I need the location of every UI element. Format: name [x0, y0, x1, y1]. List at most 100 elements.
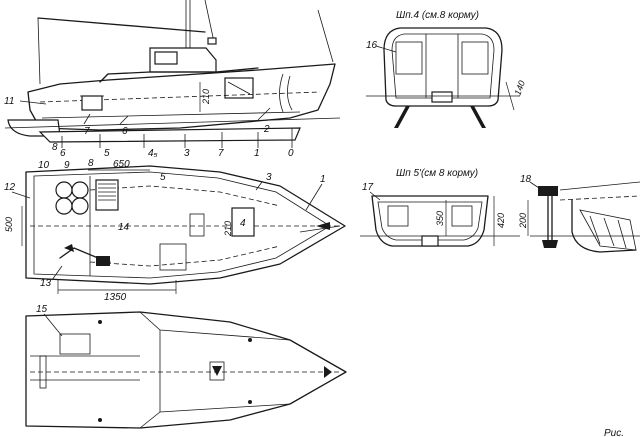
figure-corner-label: Рис.: [604, 428, 624, 437]
callout-17: 17: [362, 182, 374, 193]
callout-4: 4: [240, 218, 246, 229]
dim-140-line: [505, 81, 515, 111]
dim-500: 500: [4, 217, 14, 232]
dim-200: 200: [518, 213, 528, 229]
porthole-hatch: [227, 81, 251, 95]
transom-hatching: [579, 209, 637, 251]
bottom-deck-outline: [25, 311, 347, 429]
cleat: [98, 418, 102, 422]
station-label: 4₅: [148, 148, 158, 159]
deck-fitting: [209, 361, 225, 381]
cabin-roof-line: [107, 67, 259, 75]
dim-650: 650: [113, 159, 130, 170]
cleat: [248, 400, 252, 404]
tank-circle: [55, 197, 73, 215]
side-profile-view: 210 6 5 4₅ 3 7 1 0 11 2 7 6 8: [4, 0, 341, 159]
leader-2: [257, 107, 271, 121]
keel-strip: [38, 127, 301, 143]
leader-1: [305, 183, 323, 211]
callout-3: 3: [266, 172, 272, 183]
cabin-top-edge: [139, 311, 291, 341]
cabin-sole-panel: [159, 243, 187, 271]
callout-10: 10: [38, 160, 50, 171]
bow-chine-curve: [279, 73, 284, 113]
fore-hatch: [231, 207, 255, 237]
frame-5-inner: [377, 201, 483, 241]
bottom-deck-view: 15: [25, 304, 347, 429]
callout-16: 16: [366, 40, 378, 51]
deck-inner-outline: [33, 171, 331, 279]
forestay-line: [204, 0, 215, 43]
tank-circle: [55, 181, 73, 199]
hatch-line: [617, 219, 627, 249]
station-label: 5: [104, 148, 110, 159]
dim-14: 14: [118, 222, 130, 233]
leader-3: [255, 181, 263, 191]
doghouse-window: [154, 51, 178, 65]
station-marks: [61, 128, 293, 148]
bow-pulpit-line: [317, 9, 334, 63]
station-label: 0: [288, 148, 294, 159]
boom-line: [37, 17, 206, 33]
cockpit-hatch: [59, 333, 91, 355]
frame-5-keel-box: [421, 235, 439, 247]
mast-step-plan: [189, 213, 205, 237]
callout-5: 5: [160, 172, 166, 183]
cleat: [98, 320, 102, 324]
deck-outline: [25, 165, 346, 285]
backstay-line: [37, 17, 41, 85]
callout-9: 9: [64, 160, 70, 171]
frame-4-section: Шп.4 (см.8 корму) 140 16: [366, 10, 527, 128]
leader-12: [11, 191, 31, 199]
transom-dash: [559, 195, 640, 201]
cabin-bottom-edge: [139, 403, 291, 429]
leader-17: [369, 191, 381, 201]
hatch-line: [603, 217, 615, 247]
sheerline-inner: [39, 91, 321, 103]
callout-8: 8: [88, 158, 94, 169]
station-label: 3: [184, 148, 190, 159]
callout-8-side: 8: [52, 142, 58, 153]
deck-plan-view: 650 500 1350 14 210 10 9 8 12 5 3 1 4 13: [4, 158, 346, 303]
mast-step: [207, 37, 217, 45]
callout-13: 13: [40, 278, 52, 289]
dim-140: 140: [512, 79, 527, 97]
callout-15: 15: [36, 304, 48, 315]
outboard-head: [538, 186, 558, 196]
frame-4-caption: Шп.4 (см.8 корму): [396, 10, 479, 21]
callout-6: 6: [122, 126, 128, 137]
leader-6: [119, 115, 129, 125]
callout-12: 12: [4, 182, 16, 193]
tank-circle: [71, 197, 89, 215]
outboard-bracket: [96, 256, 110, 266]
leader-7: [83, 113, 91, 125]
frame-5-right-box: [451, 205, 473, 227]
bench-seat: [95, 179, 119, 211]
callout-2: 2: [263, 124, 270, 135]
dim-350: 350: [435, 211, 445, 226]
station-label: 1: [254, 148, 260, 159]
callout-1: 1: [320, 174, 326, 185]
bow-eye: [324, 366, 332, 378]
outboard-detail: 200 18: [518, 174, 640, 253]
callout-7: 7: [84, 126, 90, 137]
frame-5-section: Шп 5'(см 8 корму) 350 420 17: [360, 168, 520, 247]
bow-centerline-detail: [299, 225, 341, 233]
frame-4-inner: [391, 33, 495, 99]
hull-outline: [27, 63, 336, 131]
waterline: [4, 117, 341, 129]
transom-window: [81, 95, 103, 111]
leader-13: [51, 265, 63, 281]
cabin-edge-upper: [89, 185, 281, 207]
frame-4-leg-right: [470, 106, 486, 128]
outboard-well: [39, 355, 47, 389]
frame-4-leg-left: [394, 106, 410, 128]
transom-top: [559, 181, 640, 191]
dim-210-plan: 210: [223, 221, 233, 237]
frame-4-left-panel: [395, 41, 423, 75]
hatch-line: [589, 215, 601, 245]
dim-1350: 1350: [104, 292, 127, 303]
dim-420: 420: [496, 213, 506, 228]
leader-15: [43, 313, 63, 337]
